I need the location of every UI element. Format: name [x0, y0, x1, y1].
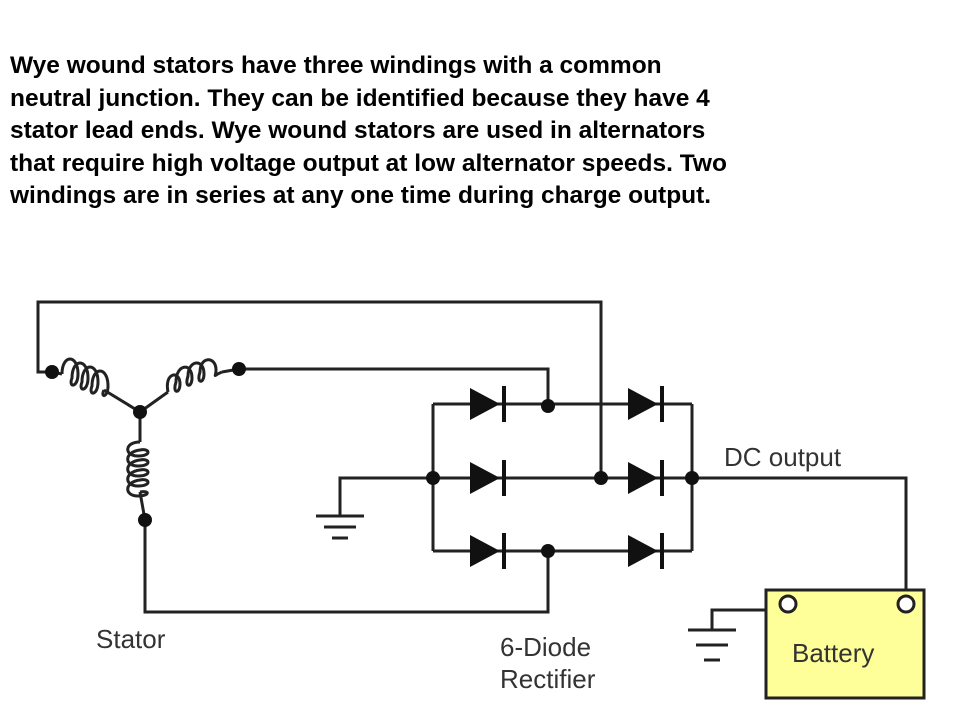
caption-line: windings are in series at any one time d… [10, 182, 712, 209]
junction-dot [541, 544, 555, 558]
ground-symbol-icon [688, 628, 736, 662]
caption-line: that require high voltage output at low … [10, 149, 727, 177]
caption-line: neutral junction. They can be identified… [10, 84, 710, 112]
caption-text: Wye wound stators have three windings wi… [10, 50, 950, 213]
rectifier-label-line2: Rectifier [500, 664, 596, 694]
battery: Battery [764, 588, 926, 700]
stator-label: Stator [96, 624, 166, 654]
diode [470, 386, 506, 422]
battery-terminal-positive-icon [896, 594, 916, 614]
stator-winding-left [51, 357, 141, 414]
diode [628, 460, 664, 496]
junction-dot [138, 513, 152, 527]
diode [628, 386, 664, 422]
rectifier-diodes [470, 386, 664, 569]
stator-windings [51, 357, 240, 521]
junction-dots [45, 362, 699, 558]
caption-line: Wye wound stators have three windings wi… [10, 52, 662, 79]
junction-dot [685, 471, 699, 485]
junction-dot [541, 399, 555, 413]
diode [470, 533, 506, 569]
ground-symbol-icon [316, 514, 364, 540]
junction-dot [594, 471, 608, 485]
diode [628, 533, 664, 569]
junction-dot [133, 405, 147, 419]
junction-dot [232, 362, 246, 376]
stator-winding-bottom [126, 412, 150, 521]
battery-label: Battery [792, 638, 874, 668]
stator-winding-right [139, 358, 240, 414]
rectifier-label-line1: 6-Diode [500, 632, 591, 662]
junction-dot [45, 365, 59, 379]
battery-terminal-negative-icon [778, 594, 798, 614]
dc-output-label: DC output [724, 442, 842, 472]
diode [470, 460, 506, 496]
junction-dot [426, 471, 440, 485]
caption-line: stator lead ends. Wye wound stators are … [10, 117, 706, 144]
